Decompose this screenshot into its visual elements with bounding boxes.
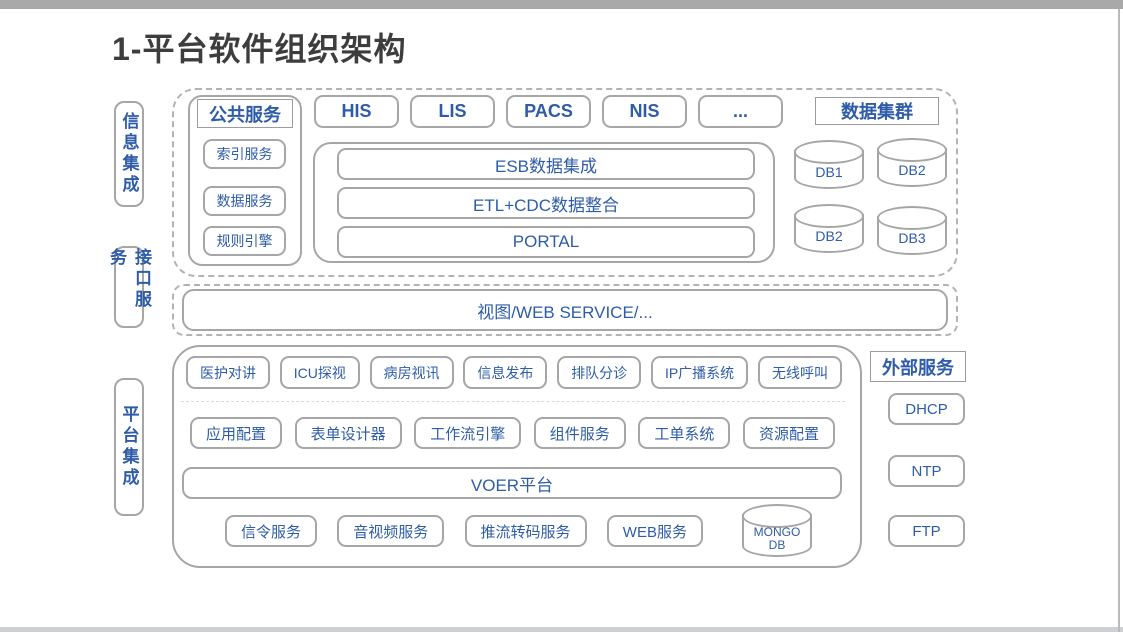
app-box: IP广播系统 [650, 356, 749, 389]
media-services-row: 信令服务 音视频服务 推流转码服务 WEB服务 [225, 515, 703, 547]
db-cylinder: DB2 [877, 138, 947, 187]
right-edge-line [1118, 9, 1120, 632]
app-box: 医护对讲 [186, 356, 270, 389]
system-box-lis: LIS [410, 95, 495, 128]
db-label: DB2 [898, 162, 926, 179]
app-box: 病房视讯 [369, 356, 454, 389]
service-box: WEB服务 [606, 515, 703, 547]
mongodb-label: MONGO DB [753, 524, 801, 552]
applications-row: 医护对讲 ICU探视 病房视讯 信息发布 排队分诊 IP广播系统 无线呼叫 [186, 356, 842, 389]
web-service-bus: 视图/WEB SERVICE/... [182, 289, 948, 331]
etl-cdc-box: ETL+CDC数据整合 [337, 187, 755, 219]
system-box-his: HIS [314, 95, 399, 128]
app-box: 无线呼叫 [757, 356, 842, 389]
db-cylinder: DB3 [877, 206, 947, 255]
public-service-item: 索引服务 [203, 139, 286, 169]
tool-box: 工单系统 [638, 417, 731, 449]
platform-row-divider [181, 401, 845, 402]
system-box-pacs: PACS [506, 95, 591, 128]
service-box: 推流转码服务 [464, 515, 587, 547]
app-box: 排队分诊 [557, 356, 642, 389]
public-services-title: 公共服务 [197, 99, 293, 128]
tool-box: 组件服务 [533, 417, 626, 449]
db-cylinder: DB1 [794, 140, 864, 189]
esb-data-integration-box: ESB数据集成 [337, 148, 755, 180]
hospital-systems-row: HIS LIS PACS NIS ... [314, 95, 783, 128]
bottom-letterbox-bar [0, 627, 1123, 632]
public-service-item: 规则引擎 [203, 226, 286, 256]
data-cluster-title: 数据集群 [815, 97, 939, 125]
sidebar-section-interface-services: 接口服务 [107, 246, 151, 328]
external-service-ftp: FTP [888, 515, 965, 547]
tools-row: 应用配置 表单设计器 工作流引擎 组件服务 工单系统 资源配置 [190, 417, 835, 449]
db-label: DB1 [815, 164, 843, 181]
app-box: 信息发布 [463, 356, 548, 389]
system-box-more: ... [698, 95, 783, 128]
page-title: 1-平台软件组织架构 [112, 31, 407, 67]
portal-box: PORTAL [337, 226, 755, 258]
tool-box: 表单设计器 [294, 417, 402, 449]
tool-box: 资源配置 [742, 417, 835, 449]
db-label: DB2 [815, 228, 843, 245]
external-service-dhcp: DHCP [888, 393, 965, 425]
voer-platform-box: VOER平台 [182, 467, 842, 499]
sidebar-section-platform-integration: 平台集成 [114, 378, 144, 516]
service-box: 信令服务 [225, 515, 318, 547]
db-label: DB3 [898, 230, 926, 247]
db-cylinder: DB2 [794, 204, 864, 253]
public-service-item: 数据服务 [203, 186, 286, 216]
top-letterbox-bar [0, 0, 1123, 9]
sidebar-section-info-integration: 信息集成 [114, 101, 144, 207]
system-box-nis: NIS [602, 95, 687, 128]
service-box: 音视频服务 [337, 515, 445, 547]
app-box: ICU探视 [279, 356, 360, 389]
tool-box: 应用配置 [190, 417, 283, 449]
external-services-title: 外部服务 [870, 351, 966, 382]
external-service-ntp: NTP [888, 455, 965, 487]
mongodb-cylinder: MONGO DB [742, 504, 812, 557]
tool-box: 工作流引擎 [414, 417, 522, 449]
